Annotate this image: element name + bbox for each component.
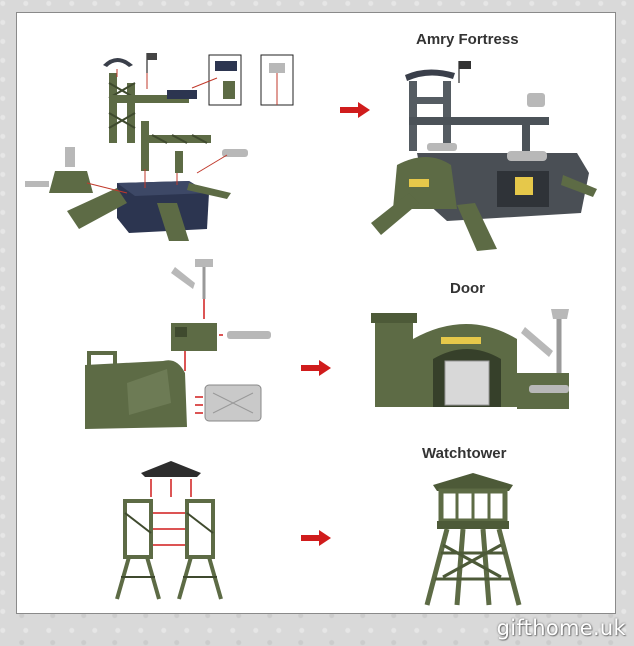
door-exploded-view — [85, 259, 271, 429]
watermark-text: gifthome.uk — [496, 616, 626, 640]
right-arrow-icon — [301, 360, 331, 376]
section-title-fortress: Amry Fortress — [416, 31, 519, 48]
door-assembled-view — [371, 309, 569, 409]
instruction-panel: Amry Fortress Door Watchtower — [16, 12, 616, 614]
watchtower-assembled-view — [424, 473, 522, 606]
right-arrow-icon — [301, 530, 331, 546]
section-title-watchtower: Watchtower — [422, 445, 507, 462]
fortress-assembled-view — [371, 61, 597, 251]
fortress-exploded-view — [25, 53, 294, 241]
watchtower-exploded-view — [115, 461, 223, 600]
right-arrow-icon — [340, 102, 370, 118]
section-title-door: Door — [450, 280, 485, 297]
